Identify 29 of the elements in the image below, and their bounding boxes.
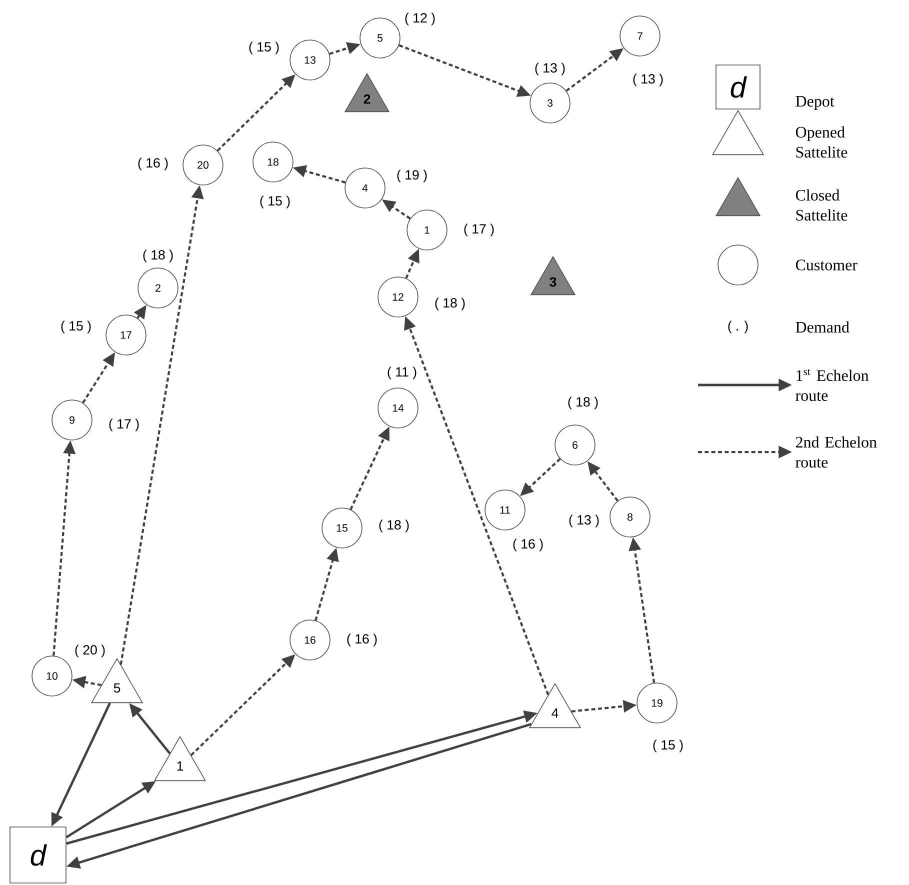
demand-label: ( 15 )	[249, 42, 279, 54]
legend-text: 1$^{st}$ Echelon route	[796, 369, 869, 401]
legend-text: Closed Sattelite	[796, 189, 848, 221]
demand-label: ( 17 )	[464, 224, 494, 236]
demand-label: ( 20 )	[75, 644, 105, 658]
demand-label: ( 18 )	[435, 298, 465, 310]
demand-label: ( 15 )	[61, 320, 91, 334]
legend-symbol: ( . )	[728, 320, 748, 334]
legend-text: Opened Sattelite	[796, 126, 848, 158]
legend-text: Depot	[796, 96, 834, 110]
depot-box: d	[10, 826, 66, 884]
demand-label: ( 18 )	[568, 396, 598, 410]
demand-label: ( 12 )	[405, 12, 435, 26]
demand-label: ( 17 )	[109, 418, 139, 432]
demand-label: ( 18 )	[143, 250, 173, 262]
demand-label: ( 16 )	[138, 158, 168, 170]
demand-label: ( 13 )	[633, 74, 663, 86]
demand-label: ( 18 )	[379, 520, 409, 532]
legend-text: 2nd Echelon route	[796, 436, 877, 468]
demand-label: ( 13 )	[569, 514, 599, 528]
demand-label: ( 19 )	[397, 170, 427, 182]
legend-text: Customer	[796, 260, 858, 270]
demand-label: ( 16 )	[347, 634, 377, 646]
demand-label: ( 15 )	[653, 740, 683, 752]
legend-text: Demand	[796, 321, 850, 333]
demand-label: ( 16 )	[513, 538, 543, 552]
demand-label: ( 13 )	[535, 62, 565, 76]
demand-label: ( 11 )	[388, 366, 416, 380]
demand-label: ( 15 )	[260, 196, 290, 208]
